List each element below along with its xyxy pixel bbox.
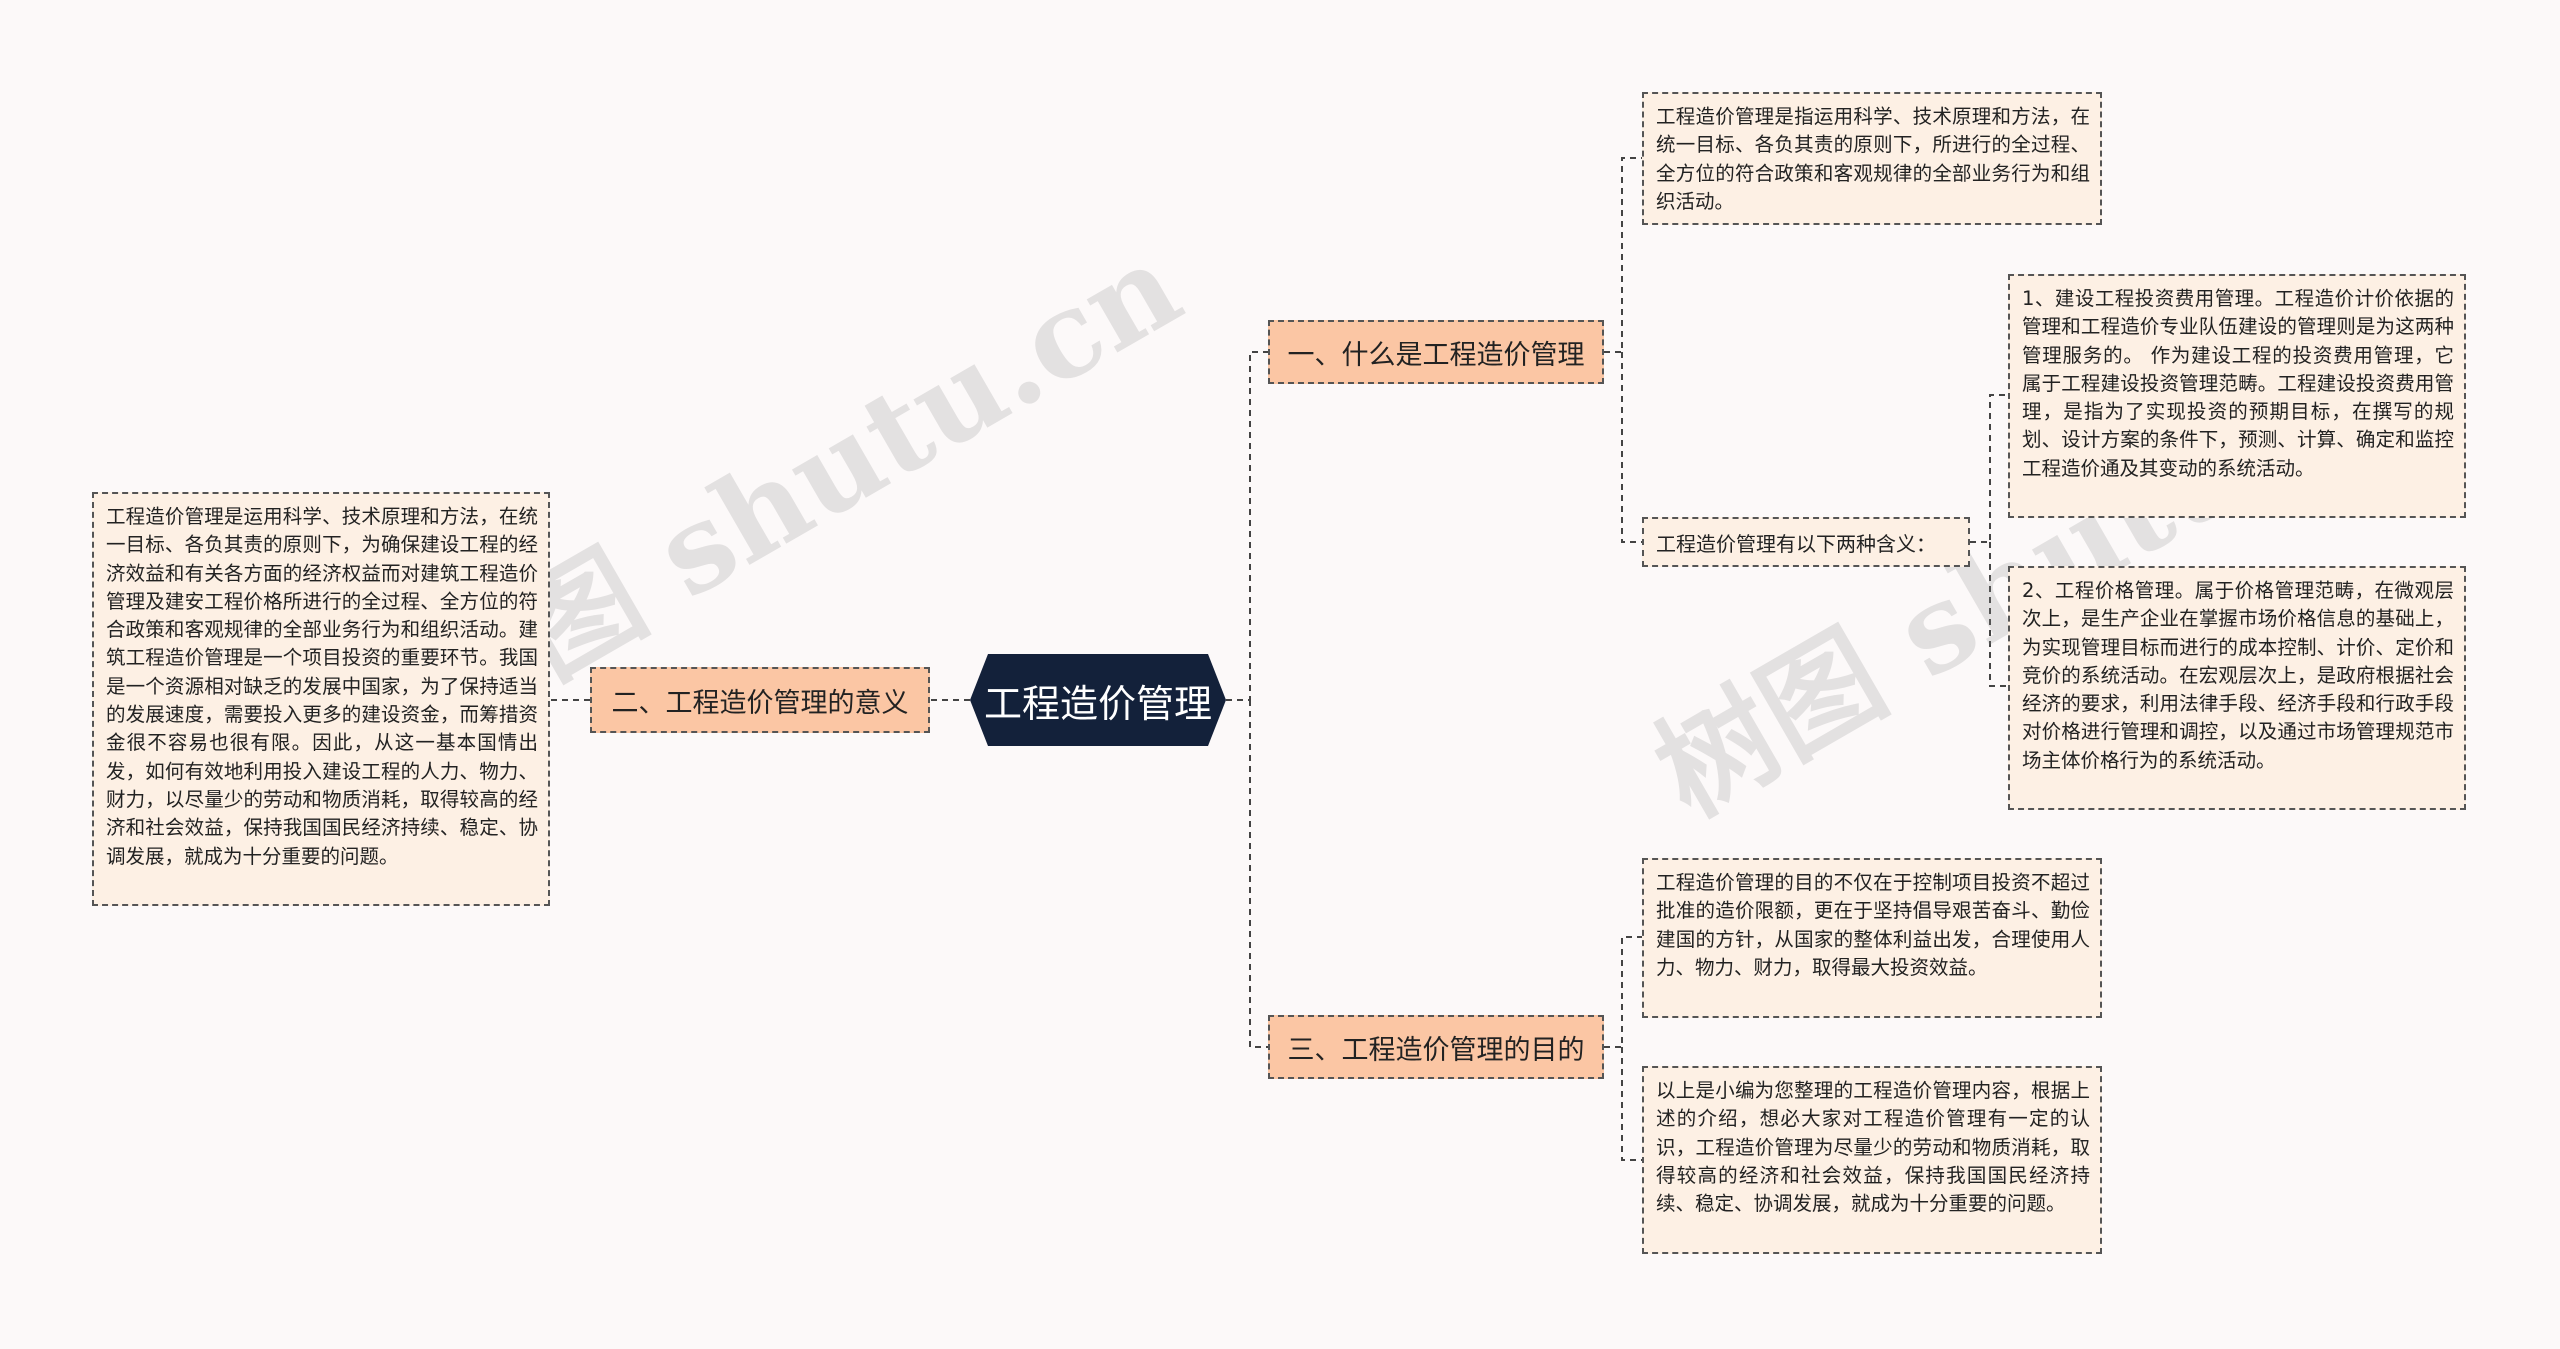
definition-node[interactable]: 工程造价管理是指运用科学、技术原理和方法，在统一目标、各负其责的原则下，所进行的…	[1642, 92, 2102, 225]
branch-label: 二、工程造价管理的意义	[611, 687, 909, 719]
meaning-2-node[interactable]: 2、工程价格管理。属于价格管理范畴，在微观层次上，是生产企业在掌握市场价格信息的…	[2008, 566, 2466, 810]
root-node[interactable]: 工程造价管理	[970, 654, 1226, 746]
two-meanings-node[interactable]: 工程造价管理有以下两种含义：	[1642, 517, 1970, 567]
meaning-1-node[interactable]: 1、建设工程投资费用管理。工程造价计价依据的管理和工程造价专业队伍建设的管理则是…	[2008, 274, 2466, 518]
purpose-1-node[interactable]: 工程造价管理的目的不仅在于控制项目投资不超过批准的造价限额，更在于坚持倡导艰苦奋…	[1642, 858, 2102, 1018]
purpose-2-node[interactable]: 以上是小编为您整理的工程造价管理内容，根据上述的介绍，想必大家对工程造价管理有一…	[1642, 1066, 2102, 1254]
root-label: 工程造价管理	[983, 681, 1212, 726]
node-label: 工程造价管理有以下两种含义：	[1656, 531, 1936, 556]
branch-purpose[interactable]: 三、工程造价管理的目的	[1268, 1015, 1604, 1079]
branch-significance[interactable]: 二、工程造价管理的意义	[590, 667, 930, 733]
branch-label: 一、什么是工程造价管理	[1287, 339, 1585, 371]
significance-node[interactable]: 工程造价管理是运用科学、技术原理和方法，在统一目标、各负其责的原则下，为确保建设…	[92, 492, 550, 906]
branch-label: 三、工程造价管理的目的	[1287, 1034, 1585, 1066]
branch-what-is[interactable]: 一、什么是工程造价管理	[1268, 320, 1604, 384]
